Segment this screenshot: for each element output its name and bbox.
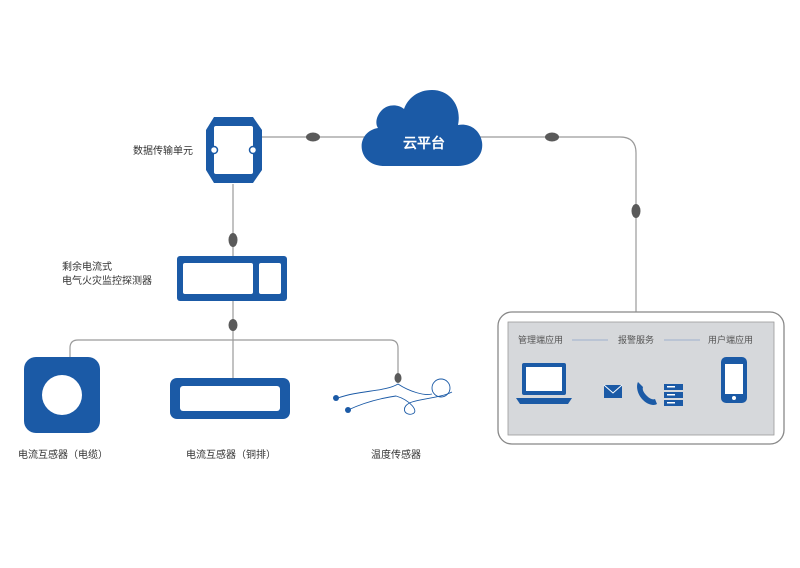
line-detector-branches <box>69 339 399 378</box>
line-cloud-terminal <box>476 136 637 312</box>
user-app-label: 用户端应用 <box>708 334 753 346</box>
cloud-label: 云平台 <box>403 135 445 152</box>
dtu-label: 数据传输单元 <box>133 144 193 157</box>
temperature-probe-tip-1 <box>333 395 339 401</box>
connector-detector-down <box>228 319 238 331</box>
dtu-window <box>214 126 253 174</box>
detector-display <box>183 263 253 294</box>
detector-label-line2: 电气火灾监控探测器 <box>62 274 152 287</box>
temperature-wire-2 <box>347 391 453 415</box>
terminal-device[interactable]: 管理端应用 报警服务 用户端应用 <box>497 311 785 445</box>
temperature-sensor[interactable] <box>333 378 453 415</box>
temperature-label: 温度传感器 <box>371 448 421 461</box>
connector-dtu-detector <box>228 233 238 247</box>
busbar-ct-label: 电流互感器（铜排） <box>186 448 276 461</box>
phone-icon <box>637 382 657 405</box>
temperature-wire-1 <box>337 383 433 399</box>
connector-cloud-right <box>545 132 559 142</box>
connectors <box>228 132 641 383</box>
alarm-service-label: 报警服务 <box>618 334 654 346</box>
temperature-probe-loop <box>431 378 451 398</box>
cable-ct-hole <box>42 375 82 415</box>
fire-monitoring-detector[interactable] <box>177 256 287 301</box>
cable-ct-label: 电流互感器（电缆） <box>18 448 108 461</box>
data-transmission-unit[interactable] <box>206 117 262 183</box>
temperature-probe-tip-2 <box>345 407 351 413</box>
server-icon <box>664 384 683 406</box>
admin-app-label: 管理端应用 <box>518 334 563 346</box>
cloud-icon <box>361 90 483 166</box>
cloud-platform[interactable]: 云平台 <box>361 90 483 166</box>
connector-temperature <box>394 373 402 383</box>
dtu-port-left <box>209 145 219 155</box>
smartphone-icon <box>721 357 747 403</box>
connector-dtu-cloud <box>306 132 320 142</box>
connector-terminal <box>631 204 641 218</box>
busbar-current-transformer[interactable] <box>170 378 290 419</box>
dtu-port-right <box>248 145 258 155</box>
detector-label-line1: 剩余电流式 <box>62 260 112 273</box>
cable-current-transformer[interactable] <box>24 357 100 433</box>
detector-button <box>259 263 281 294</box>
busbar-ct-slot <box>180 386 280 411</box>
envelope-icon <box>603 384 623 398</box>
laptop-icon <box>516 363 572 404</box>
connection-lines <box>69 136 637 378</box>
